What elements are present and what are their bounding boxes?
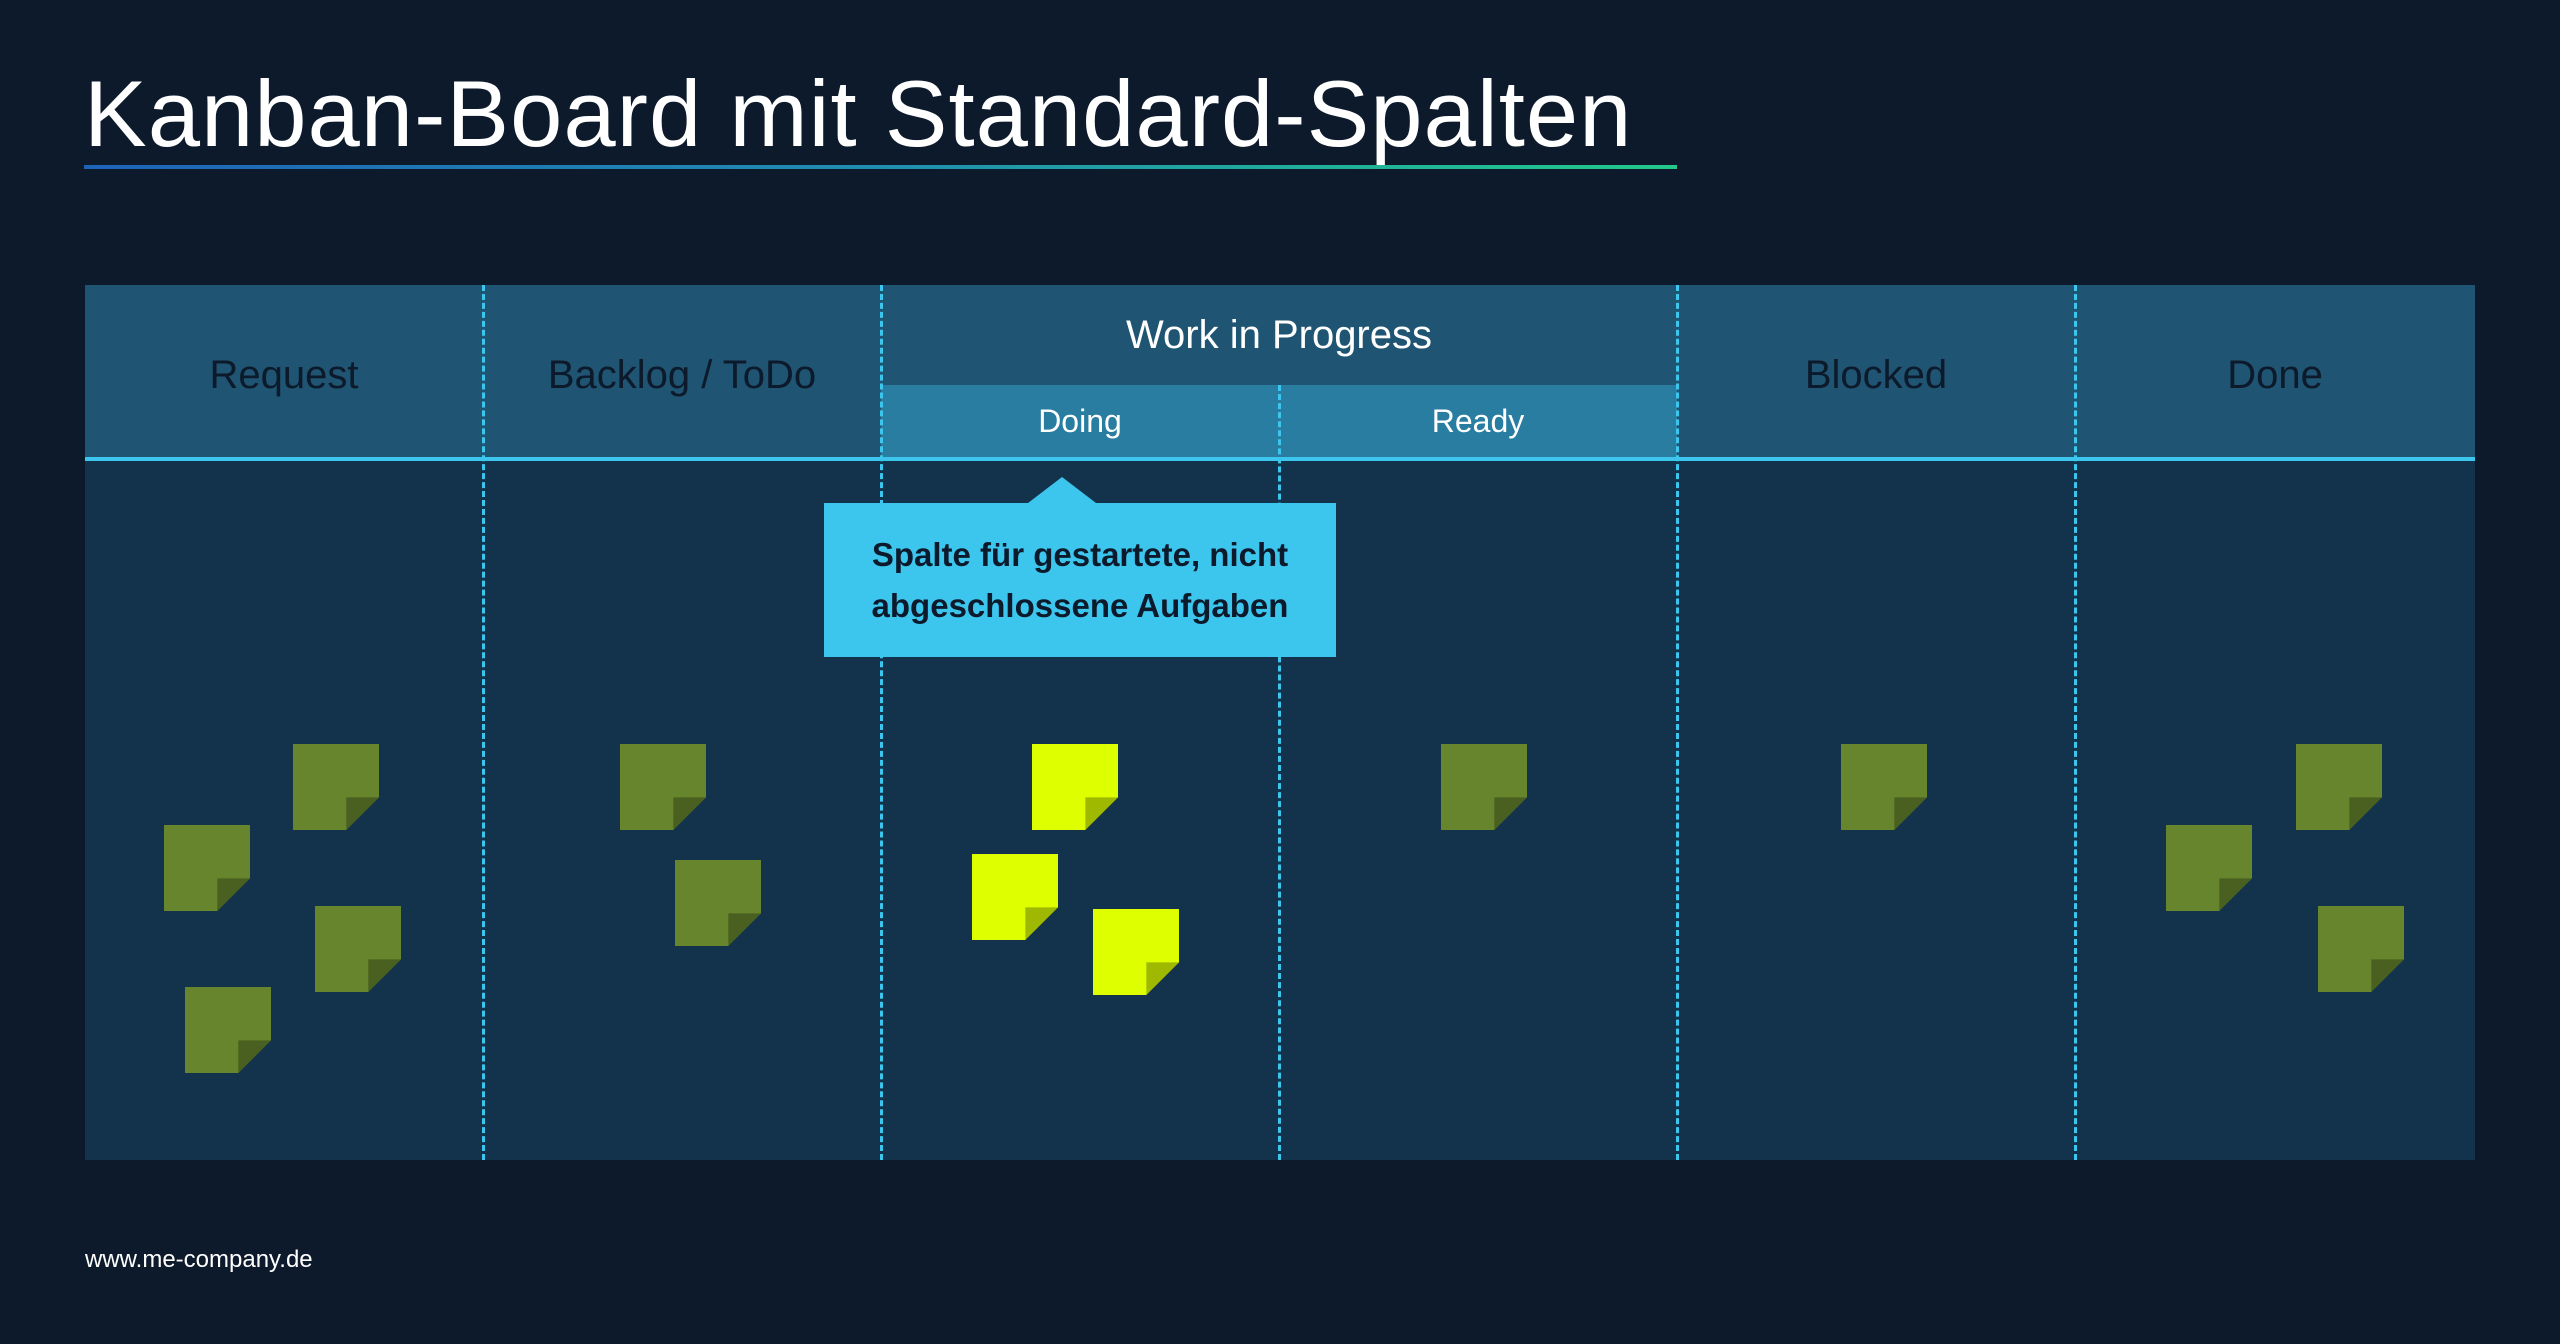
- column-divider: [1676, 285, 1679, 1160]
- footer-url[interactable]: www.me-company.de: [85, 1246, 313, 1273]
- subcolumn-ready-label: Ready: [1431, 403, 1525, 439]
- tooltip-text: Spalte für gestartete, nicht abgeschloss…: [871, 536, 1289, 624]
- doing-tooltip: Spalte für gestartete, nicht abgeschloss…: [824, 477, 1336, 657]
- column-divider: [482, 285, 485, 1160]
- column-blocked-label: Blocked: [1804, 353, 1948, 397]
- column-done-label: Done: [2227, 353, 2323, 397]
- sticky-note[interactable]: [293, 744, 379, 830]
- sticky-note[interactable]: [2296, 744, 2382, 830]
- column-wip-label: Work in Progress: [1125, 313, 1432, 357]
- column-request-label: Request: [209, 353, 359, 397]
- sticky-note-active[interactable]: [1032, 744, 1118, 830]
- sticky-note[interactable]: [1441, 744, 1527, 830]
- column-backlog-label: Backlog / ToDo: [547, 353, 817, 397]
- sticky-note[interactable]: [2318, 906, 2404, 992]
- column-divider: [2074, 285, 2077, 1160]
- page-title: Kanban-Board mit Standard-Spalten: [84, 61, 1633, 166]
- sticky-note[interactable]: [675, 860, 761, 946]
- sticky-note[interactable]: [1841, 744, 1927, 830]
- sticky-note-active[interactable]: [1093, 909, 1179, 995]
- sticky-note-active[interactable]: [972, 854, 1058, 940]
- column-divider: [880, 285, 883, 1160]
- sticky-note[interactable]: [2166, 825, 2252, 911]
- sticky-note[interactable]: [315, 906, 401, 992]
- subcolumn-divider: [1278, 385, 1281, 1160]
- sticky-note[interactable]: [164, 825, 250, 911]
- sticky-note[interactable]: [185, 987, 271, 1073]
- sticky-note[interactable]: [620, 744, 706, 830]
- title-underline: [84, 165, 1677, 169]
- subcolumn-doing-label: Doing: [1038, 403, 1122, 439]
- kanban-board: Request Backlog / ToDo Work in Progress …: [85, 285, 2475, 1160]
